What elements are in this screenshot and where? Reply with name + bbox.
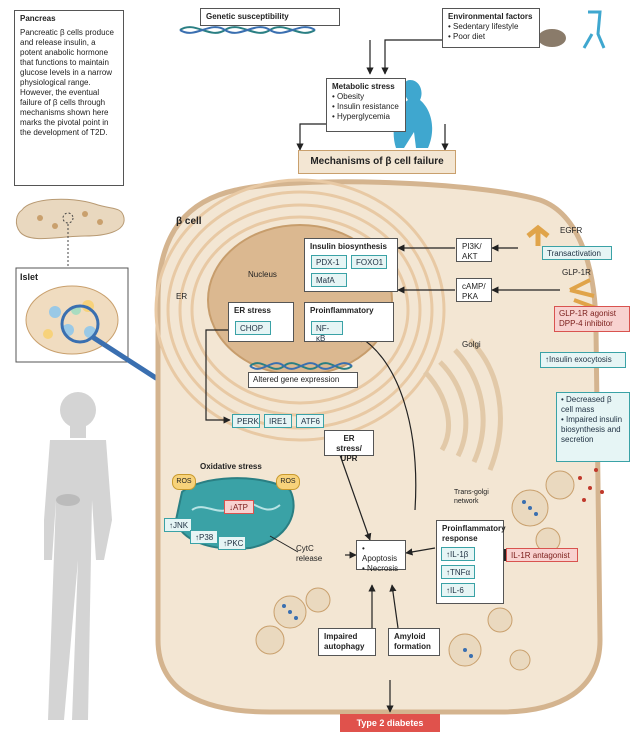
er-stress-title: ER stress: [234, 306, 271, 315]
er-label: ER: [176, 292, 188, 301]
food-bowl-icon: [538, 29, 566, 47]
metabolic-stress-box: Metabolic stress Obesity Insulin resista…: [326, 78, 406, 132]
secreted-insulin: [578, 468, 604, 502]
outcome-item: Impaired insulin biosynthesis and secret…: [561, 415, 625, 445]
sensor-ire1: IRE1: [264, 414, 292, 428]
pancreas-title: Pancreas: [20, 14, 56, 23]
nucleus-label: Nucleus: [248, 270, 277, 279]
decreased-mass-box: Decreased β cell mass Impaired insulin b…: [556, 392, 630, 462]
human-silhouette: [44, 392, 112, 720]
il1r-antagonist-box: IL-1R antagonist: [506, 548, 578, 562]
genetic-helix: [179, 26, 316, 34]
oxidative-stress-title: Oxidative stress: [200, 462, 262, 471]
insulin-biosynthesis-box: Insulin biosynthesis PDX-1 FOXO1 MafA: [304, 238, 398, 292]
atp-box: ↓ATP: [224, 500, 254, 514]
environmental-title: Environmental factors: [448, 12, 533, 21]
dna-helix: [249, 362, 353, 370]
cytc-label: CytC release: [296, 544, 323, 563]
outcome-item: Decreased β cell mass: [561, 395, 625, 415]
metabolic-item: Obesity: [332, 92, 400, 102]
beta-cell-label: β cell: [176, 216, 202, 227]
type2-diabetes-box: Type 2 diabetes: [340, 714, 440, 732]
gene-nfkb: NF-κB: [311, 321, 343, 343]
proinflammatory-title: Proinflammatory: [310, 306, 374, 315]
proinflammatory-response-box: Proinflammatory response ↑IL-1β ↑TNFα ↑I…: [436, 520, 506, 604]
impaired-autophagy-box: Impaired autophagy: [318, 628, 376, 656]
ros-badge-right: ROS: [276, 474, 300, 490]
metabolic-item: Hyperglycemia: [332, 112, 400, 122]
pkc-box: ↑PKC: [218, 536, 246, 550]
gene-pdx1: PDX-1: [311, 255, 347, 269]
environmental-item: Sedentary lifestyle: [448, 22, 534, 32]
ros-badge-left: ROS: [172, 474, 196, 490]
pancreas-description: Pancreas Pancreatic β cells produce and …: [14, 10, 124, 186]
cell-death-item: Apoptosis: [362, 544, 400, 564]
p38-box: ↑P38: [190, 530, 218, 544]
altered-gene-expression-box: Altered gene expression: [248, 372, 358, 388]
proinflammatory-nuclear-box: Proinflammatory NF-κB: [304, 302, 394, 343]
pancreas-organ: [15, 198, 125, 268]
gene-mafa: MafA: [311, 273, 347, 287]
er-stress-nuclear-box: ER stress CHOP: [228, 302, 294, 342]
golgi-apparatus: [423, 338, 503, 471]
metabolic-title: Metabolic stress: [332, 82, 395, 91]
pi3k-akt-box: PI3K/ AKT: [456, 238, 492, 262]
environmental-factors-box: Environmental factors Sedentary lifestyl…: [442, 8, 540, 48]
er-stress-upr-box: ER stress/ UPR: [324, 430, 374, 463]
glp1-agonist-box: GLP-1R agonist DPP-4 inhibitor: [554, 306, 630, 332]
office-chair-icon: [582, 10, 606, 49]
egfr-label: EGFR: [560, 226, 583, 235]
glp1r-label: GLP-1R: [562, 268, 591, 277]
jnk-box: ↑JNK: [164, 518, 192, 532]
metabolic-item: Insulin resistance: [332, 102, 400, 112]
cell-death-item: Necrosis: [362, 564, 400, 574]
altered-gene-label: Altered gene expression: [253, 375, 340, 384]
islet-inset: [15, 267, 159, 381]
sensor-atf6: ATF6: [296, 414, 324, 428]
environmental-item: Poor diet: [448, 32, 534, 42]
il1b-box: ↑IL-1β: [441, 547, 475, 561]
genetic-label: Genetic susceptibility: [206, 12, 289, 21]
camp-pka-box: cAMP/ PKA: [456, 278, 492, 302]
egfr-receptor-icon: [526, 224, 550, 246]
sensor-perk: PERK: [232, 414, 260, 428]
proinflammatory-response-title: Proinflammatory response: [442, 524, 506, 543]
gene-foxo1: FOXO1: [351, 255, 387, 269]
genetic-susceptibility-box: Genetic susceptibility: [200, 8, 340, 26]
insulin-biosynthesis-title: Insulin biosynthesis: [310, 242, 387, 251]
il6-box: ↑IL-6: [441, 583, 475, 597]
gene-chop: CHOP: [235, 321, 271, 335]
golgi-label: Golgi: [462, 340, 481, 349]
trans-golgi-label: Trans-golgi network: [454, 489, 489, 505]
amyloid-formation-box: Amyloid formation: [388, 628, 440, 656]
tnfa-box: ↑TNFα: [441, 565, 475, 579]
transactivation-box: Transactivation: [542, 246, 612, 260]
mechanisms-banner: Mechanisms of β cell failure: [298, 150, 456, 174]
islet-label: Islet: [20, 272, 39, 282]
pancreas-text: Pancreatic β cells produce and release i…: [20, 28, 114, 137]
apoptosis-box: Apoptosis Necrosis: [356, 540, 406, 573]
insulin-exocytosis-box: ↑Insulin exocytosis: [540, 352, 626, 368]
